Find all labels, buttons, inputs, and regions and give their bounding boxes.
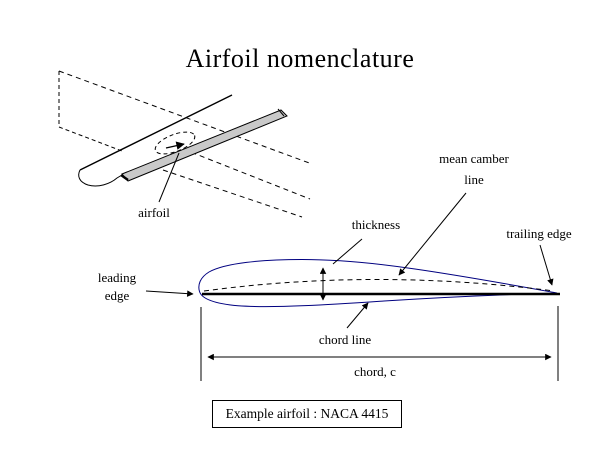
wing-tip-outline: [78, 169, 123, 187]
airfoil-pointer-line: [158, 152, 180, 203]
wing-sketch: [58, 70, 313, 218]
section-direction-arrow: [165, 141, 185, 150]
airfoil-label: airfoil: [138, 205, 170, 220]
mean-camber-line-label: mean camber line: [439, 151, 509, 187]
airfoil-outline: [198, 258, 558, 308]
thickness-pointer-line: [332, 238, 363, 265]
airfoil-diagram: [145, 192, 560, 381]
cut-plane-bottom-edge: [58, 126, 123, 152]
chord-line-label: chord line: [318, 332, 372, 347]
wing-leading-edge: [79, 94, 233, 171]
mean-camber-arrow: [398, 192, 467, 276]
chord-line-arrow: [346, 302, 369, 329]
mean-camber-line: [203, 279, 555, 292]
leading-edge-arrow: [145, 290, 194, 297]
section-highlight-ellipse: [154, 131, 196, 155]
strip-left-cap: [120, 173, 129, 182]
slide-title: Airfoil nomenclature: [185, 44, 415, 73]
hidden-trailing-edge: [162, 169, 303, 218]
trailing-edge-label: trailing edge: [506, 226, 572, 241]
strip-end-face: [277, 108, 285, 117]
leading-edge-label: leading edge: [97, 270, 137, 303]
example-airfoil-text: Example airfoil : NACA 4415: [225, 406, 389, 421]
thickness-label: thickness: [351, 217, 401, 232]
example-airfoil-box: Example airfoil : NACA 4415: [212, 400, 402, 428]
section-cut-line: [182, 148, 311, 200]
trailing-edge-arrow: [539, 244, 554, 286]
chord-c-label: chord, c: [354, 364, 396, 379]
